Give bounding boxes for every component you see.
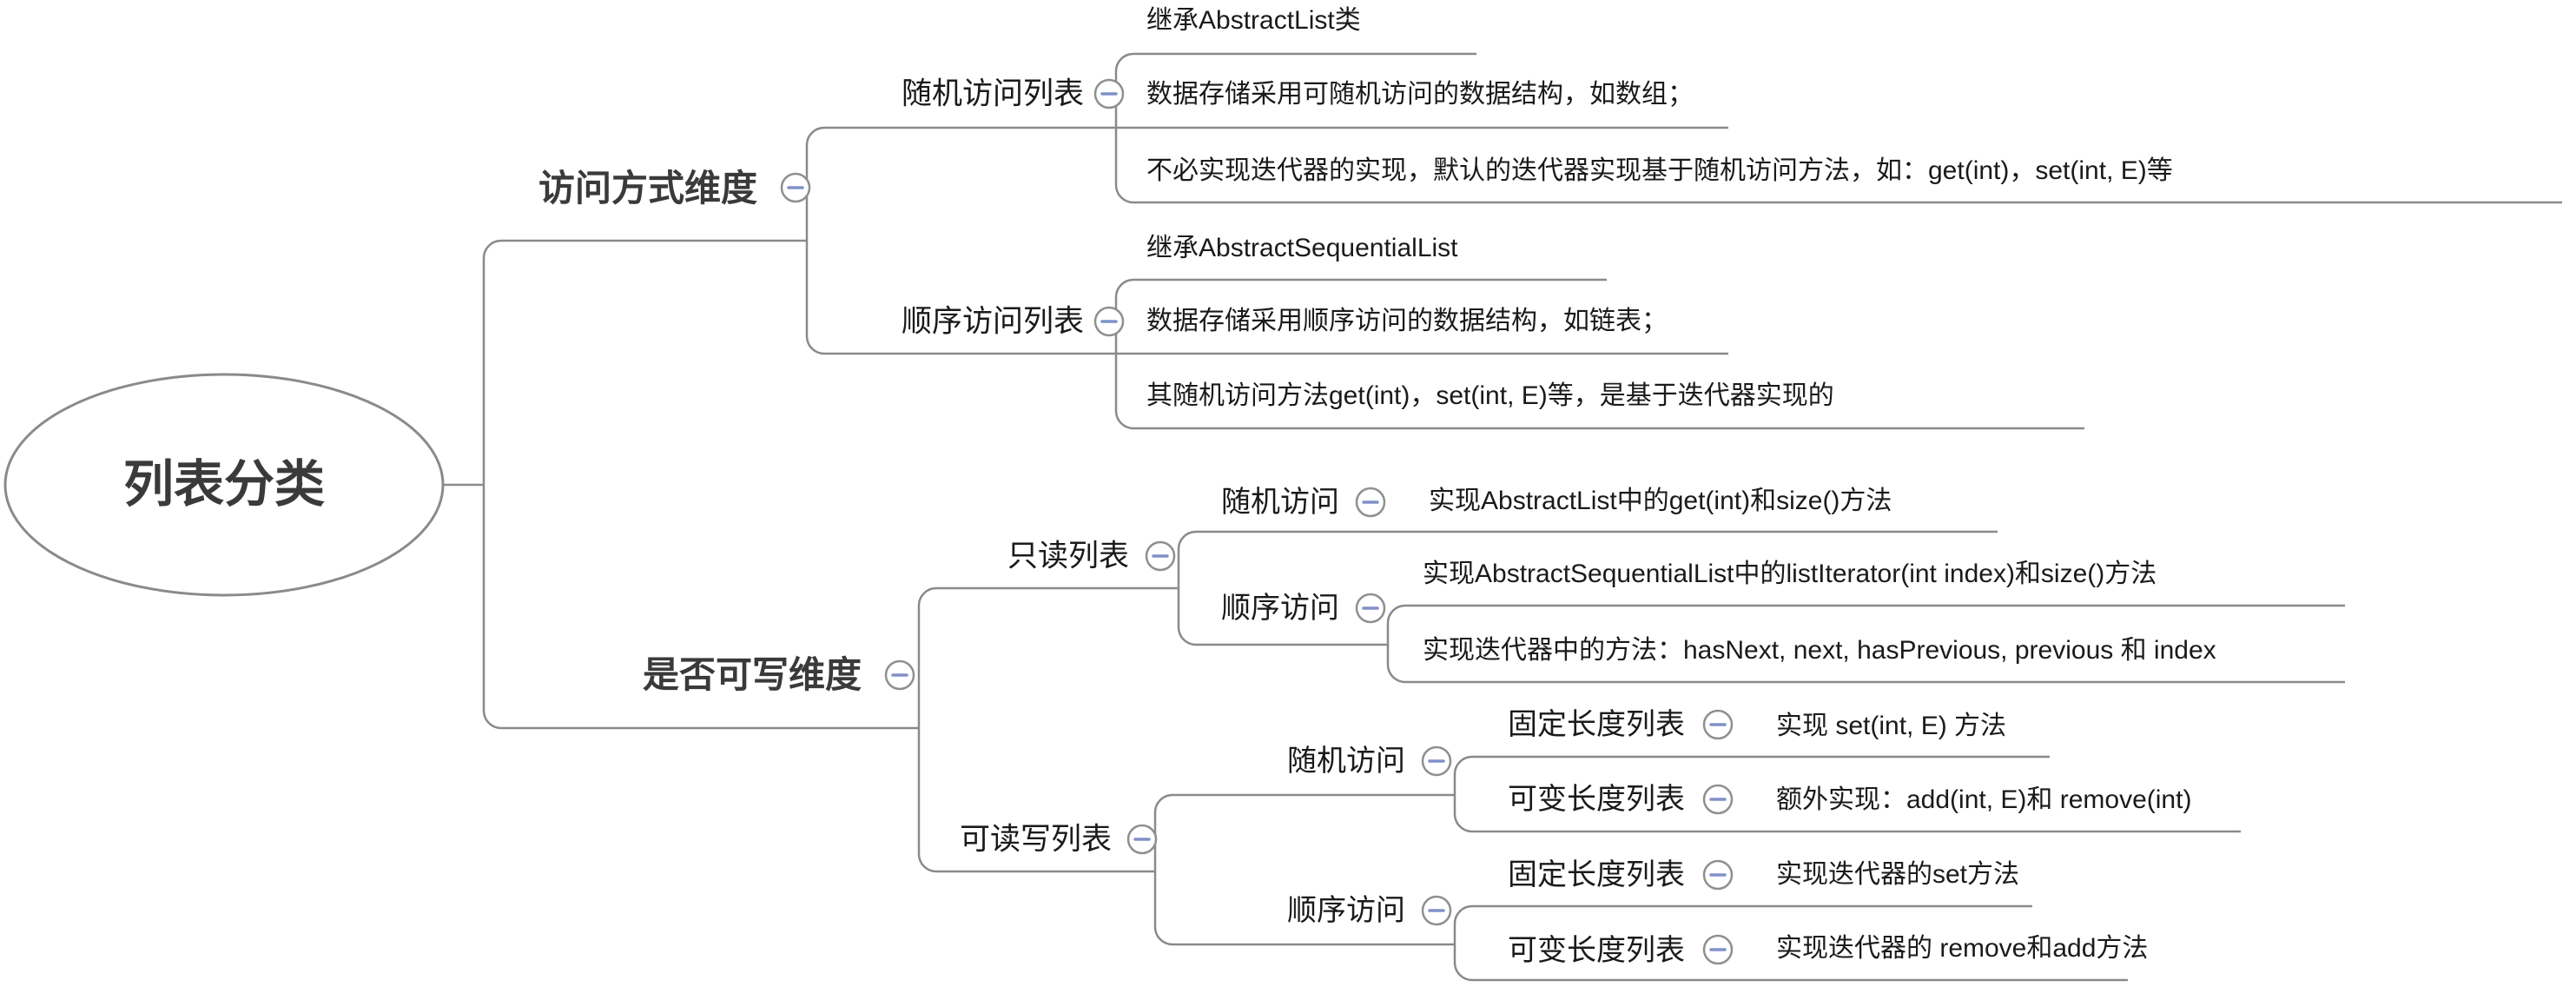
topic-writable-dimension-label[interactable]: 是否可写维度 [642,654,862,695]
bracket-writable-children [917,586,937,873]
bracket-sequential-access-list-children [1114,278,1134,430]
collapse-icon-readonly-list[interactable] [1145,540,1176,572]
collapse-icon-random-access-list[interactable] [1093,78,1125,109]
collapse-icon-readwrite-sequential-access[interactable] [1421,895,1452,926]
topic-rw-sequential-fixed-list-label[interactable]: 固定长度列表 [1508,858,1685,891]
bracket-rw-random-children [1453,755,1473,833]
collapse-icon-sequential-access-list[interactable] [1093,306,1125,337]
topic-rw-sequential-fixed-impl-label[interactable]: 实现迭代器的set方法 [1776,860,2020,889]
topic-rw-random-fixed-impl-label[interactable]: 实现 set(int, E) 方法 [1776,712,2007,740]
bracket-readwrite-children [1153,793,1173,946]
topic-readwrite-list-label[interactable]: 可读写列表 [959,822,1112,857]
collapse-icon-access-mode-dimension[interactable] [780,172,811,203]
bracket-readonly-children [1177,530,1197,646]
bracket-random-access-list-children [1114,52,1134,204]
collapse-icon-readonly-random-access[interactable] [1355,487,1386,518]
bracket-root-children [482,239,502,730]
topic-readwrite-sequential-access-label[interactable]: 顺序访问 [1287,894,1405,927]
topic-readonly-list-label[interactable]: 只读列表 [1007,539,1129,573]
collapse-icon-readwrite-random-access[interactable] [1421,745,1452,777]
topic-no-iterator-needed-label[interactable]: 不必实现迭代器的实现，默认的迭代器实现基于随机访问方法，如：get(int)，s… [1146,156,2173,185]
bracket-readonly-sequential-children [1386,604,1406,684]
topic-random-methods-via-iterator-label[interactable]: 其随机访问方法get(int)，set(int, E)等，是基于迭代器实现的 [1146,381,1834,410]
topic-rw-random-variable-impl-label[interactable]: 额外实现：add(int, E)和 remove(int) [1776,785,2192,814]
collapse-icon-rw-random-fixed-list[interactable] [1702,709,1734,740]
topic-root-label[interactable]: 列表分类 [122,456,326,513]
root-topic-ellipse[interactable] [3,373,445,597]
collapse-icon-writable-dimension[interactable] [884,659,915,691]
topic-readonly-sequential-impl-iterator-methods-label[interactable]: 实现迭代器中的方法：hasNext, next, hasPrevious, pr… [1423,636,2216,665]
topic-rw-sequential-variable-impl-label[interactable]: 实现迭代器的 remove和add方法 [1776,934,2149,963]
topic-extends-abstractlist-label[interactable]: 继承AbstractList类 [1146,6,1361,35]
bracket-rw-sequential-children [1453,904,1473,982]
topic-rw-random-variable-list-label[interactable]: 可变长度列表 [1508,783,1685,816]
bracket-access-children [805,126,825,355]
topic-rw-random-fixed-list-label[interactable]: 固定长度列表 [1508,708,1685,741]
topic-readwrite-random-access-label[interactable]: 随机访问 [1287,745,1405,778]
collapse-icon-rw-random-variable-list[interactable] [1702,784,1734,815]
collapse-icon-rw-sequential-fixed-list[interactable] [1702,859,1734,891]
topic-random-storage-structure-label[interactable]: 数据存储采用可随机访问的数据结构，如数组； [1146,80,1694,109]
topic-readonly-sequential-impl-listiterator-label[interactable]: 实现AbstractSequentialList中的listIterator(i… [1423,560,2157,588]
topic-random-access-list-label[interactable]: 随机访问列表 [901,76,1084,111]
topic-access-mode-dimension-label[interactable]: 访问方式维度 [538,168,757,209]
topic-readonly-sequential-access-label[interactable]: 顺序访问 [1221,592,1339,625]
topic-sequential-storage-structure-label[interactable]: 数据存储采用顺序访问的数据结构，如链表； [1146,307,1668,335]
collapse-icon-rw-sequential-variable-list[interactable] [1702,934,1734,965]
topic-extends-abstractsequentiallist-label[interactable]: 继承AbstractSequentialList [1146,234,1458,262]
topic-readonly-random-access-label[interactable]: 随机访问 [1221,486,1339,519]
topic-rw-sequential-variable-list-label[interactable]: 可变长度列表 [1508,934,1685,967]
topic-readonly-random-impl-label[interactable]: 实现AbstractList中的get(int)和size()方法 [1429,487,1892,515]
collapse-icon-readonly-sequential-access[interactable] [1355,593,1386,624]
collapse-icon-readwrite-list[interactable] [1126,824,1158,855]
topic-sequential-access-list-label[interactable]: 顺序访问列表 [901,304,1084,339]
